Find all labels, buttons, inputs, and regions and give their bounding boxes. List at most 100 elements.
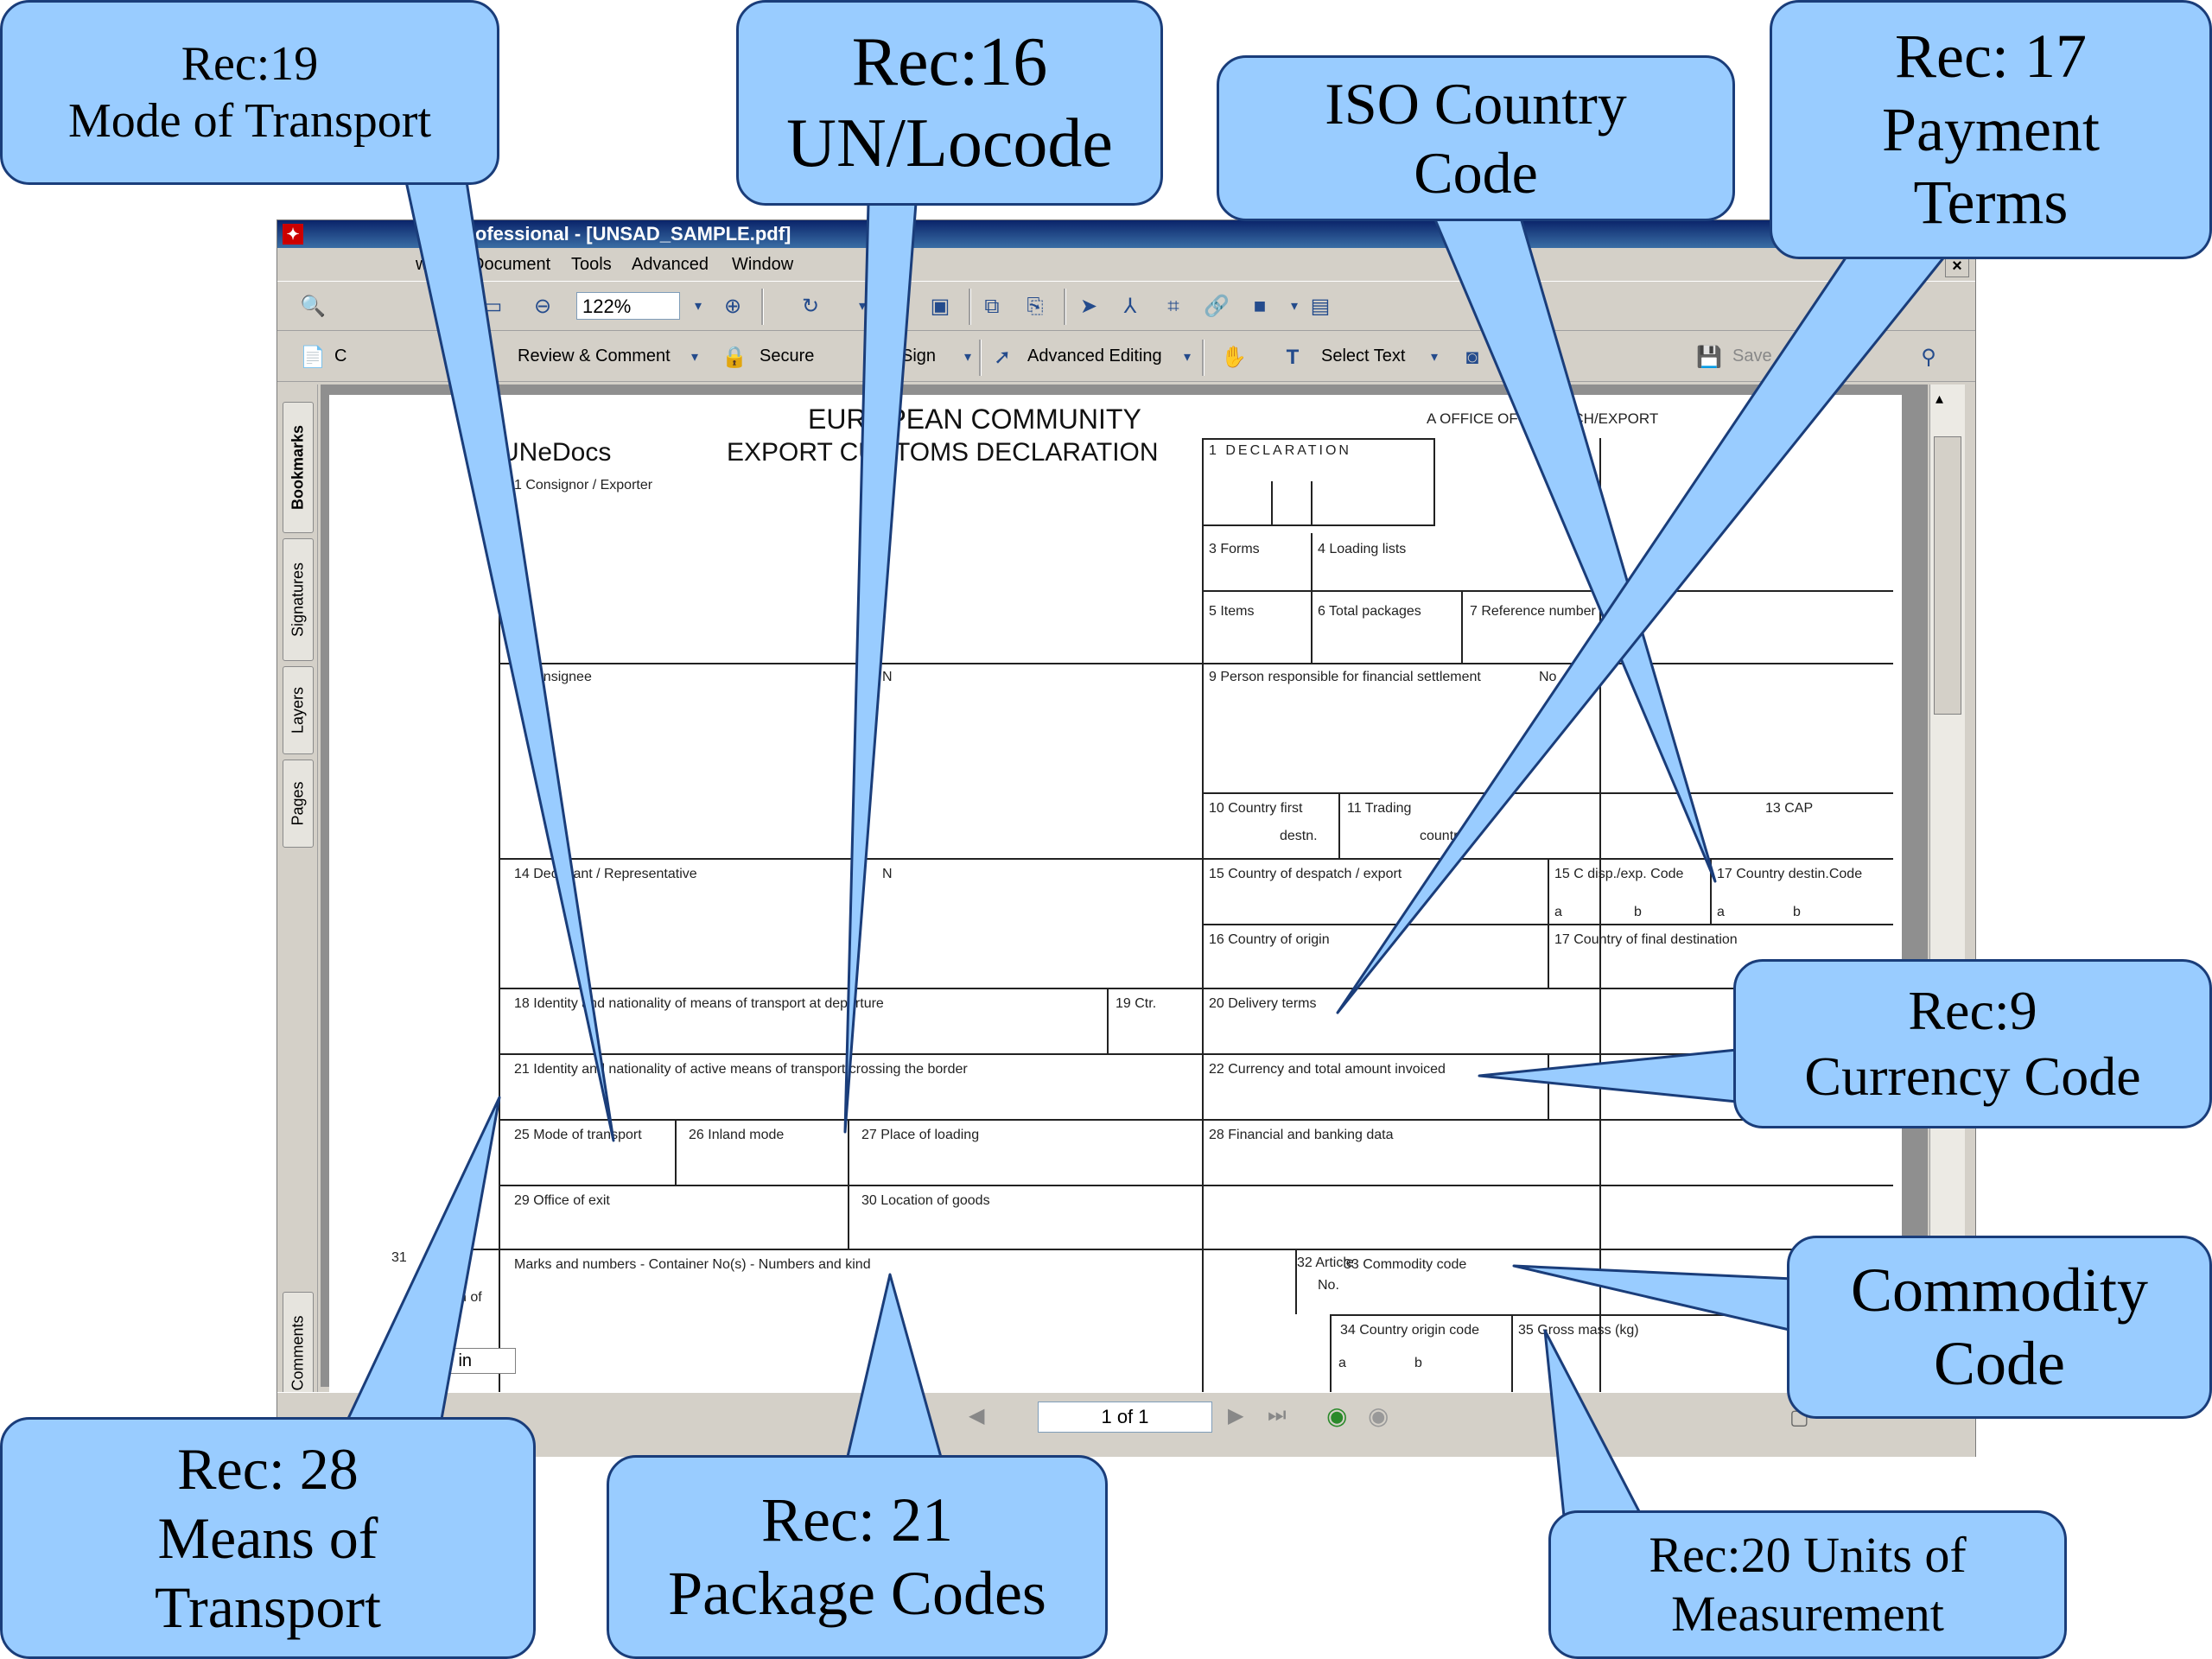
tab-signatures[interactable]: Signatures <box>283 538 314 661</box>
select-text-button[interactable]: Select Text <box>1321 346 1406 365</box>
field-34-sub-b: b <box>1414 1356 1422 1370</box>
tail-rec9 <box>1478 1048 1738 1103</box>
fax-icon[interactable]: ▣ <box>930 295 950 318</box>
secure-lock-icon[interactable]: 🔒 <box>721 346 747 369</box>
secure-button[interactable]: Secure <box>760 346 815 365</box>
select-text-dropdown-icon[interactable]: ▾ <box>1430 350 1439 365</box>
last-page-icon[interactable]: ⏭ <box>1268 1403 1287 1427</box>
field-20-delivery-terms: 20 Delivery terms <box>1209 996 1317 1011</box>
link-icon[interactable]: 🔗 <box>1204 295 1230 318</box>
zoom-plus-icon[interactable]: ⊕ <box>723 295 742 318</box>
field-5-items: 5 Items <box>1209 604 1255 619</box>
field-15-country-despatch: 15 Country of despatch / export <box>1209 867 1402 881</box>
form-field-dropdown-icon[interactable]: ▾ <box>1290 299 1299 314</box>
field-9-financial: 9 Person responsible for financial settl… <box>1209 670 1481 684</box>
callout-rec28: Rec: 28 Means of Transport <box>0 1417 536 1659</box>
snapshot-icon[interactable]: ◙ <box>1465 346 1479 369</box>
callout-rec28-text: Rec: 28 Means of Transport <box>155 1435 381 1641</box>
save-button[interactable]: Save <box>1732 346 1772 365</box>
field-9-number: No <box>1539 670 1557 684</box>
select-text-icon[interactable]: T <box>1286 346 1300 369</box>
go-forward-icon[interactable]: ◉ <box>1368 1402 1389 1429</box>
advanced-editing-button[interactable]: Advanced Editing <box>1027 346 1162 365</box>
field-33-commodity-code: 33 Commodity code <box>1344 1257 1467 1272</box>
menu-advanced[interactable]: Advanced <box>632 255 709 274</box>
field-32-no: No. <box>1318 1278 1339 1293</box>
extract-page-icon[interactable]: ⧉ <box>984 295 1000 318</box>
field-17-sub-a: a <box>1717 905 1725 919</box>
tab-layers[interactable]: Layers <box>283 666 314 754</box>
rotate-icon[interactable]: ↻ <box>801 295 820 318</box>
crop-icon[interactable]: ⌗ <box>1167 295 1179 318</box>
tail-rec17 <box>1336 245 1955 1014</box>
insert-page-icon[interactable]: ⎘ <box>1027 295 1044 318</box>
tail-commodity <box>1512 1264 1795 1332</box>
zoom-level-input[interactable]: 122% <box>576 292 680 320</box>
movie-icon[interactable]: ▤ <box>1310 295 1331 318</box>
form-subtitle: EXPORT CUSTOMS DECLARATION <box>727 438 1159 467</box>
callout-rec17-text: Rec: 17 Payment Terms <box>1882 21 2100 238</box>
field-15-sub-a: a <box>1554 905 1562 919</box>
field-35-gross-mass: 35 Gross mass (kg) <box>1518 1323 1639 1338</box>
hand-tool-icon[interactable]: ✋ <box>1221 346 1247 369</box>
callout-iso-country: ISO Country Code <box>1217 55 1735 221</box>
field-32-article: 32 Article <box>1297 1255 1354 1270</box>
callout-rec17: Rec: 17 Payment Terms <box>1770 0 2212 259</box>
menu-tools[interactable]: Tools <box>571 255 612 274</box>
callout-rec9: Rec:9 Currency Code <box>1733 959 2212 1128</box>
menu-bar: w Document Tools Advanced Window <box>277 250 1975 279</box>
select-arrow-icon[interactable]: ➤ <box>1079 295 1098 318</box>
page-number-input[interactable]: 1 of 1 <box>1038 1402 1212 1433</box>
tab-bookmarks[interactable]: Bookmarks <box>283 402 314 533</box>
field-8-number: N <box>882 670 893 684</box>
field-34-country-origin-code: 34 Country origin code <box>1340 1323 1479 1338</box>
sign-button[interactable]: Sign <box>901 346 937 365</box>
rotate-dropdown-icon[interactable]: ▾ <box>858 299 867 314</box>
field-31-number: 31 <box>391 1250 407 1265</box>
zoom-in-icon[interactable]: 🔍 <box>300 295 326 318</box>
field-19-ctr: 19 Ctr. <box>1116 996 1157 1011</box>
menu-document[interactable]: Document <box>472 255 551 274</box>
field-26-inland-mode: 26 Inland mode <box>689 1128 785 1142</box>
form-field-icon[interactable]: ■ <box>1253 295 1267 318</box>
field-17-sub-b: b <box>1793 905 1801 919</box>
tab-pages[interactable]: Pages <box>283 760 314 848</box>
title-bar: ✦ at Professional - [UNSAD_SAMPLE.pdf] <box>277 220 1975 248</box>
save-icon[interactable]: 💾 <box>1696 346 1722 369</box>
field-21-active-means: 21 Identity and nationality of active me… <box>514 1062 968 1077</box>
vertical-scrollbar[interactable]: ▴ <box>1929 385 1965 1387</box>
sign-dropdown-icon[interactable]: ▾ <box>963 350 972 365</box>
callout-commodity-text: Commodity Code <box>1850 1255 2149 1398</box>
next-page-icon[interactable]: ▶ <box>1228 1404 1244 1427</box>
window-title: at Professional - [UNSAD_SAMPLE.pdf] <box>433 223 791 245</box>
scroll-up-icon[interactable]: ▴ <box>1936 390 1944 407</box>
tail-rec16 <box>843 201 918 1134</box>
acrobat-app-icon: ✦ <box>283 224 303 245</box>
advanced-editing-icon[interactable]: ➚ <box>993 346 1012 369</box>
callout-rec19: Rec:19 Mode of Transport <box>0 0 499 185</box>
create-pdf-label[interactable]: C <box>334 346 347 365</box>
menu-window[interactable]: Window <box>732 255 794 274</box>
callout-rec16-text: Rec:16 UN/Locode <box>786 23 1113 181</box>
previous-page-icon[interactable]: ◀ <box>969 1404 985 1427</box>
field-11-trading: 11 Trading <box>1347 801 1412 816</box>
zoom-out-icon[interactable]: ⊖ <box>533 295 552 318</box>
scrollbar-thumb[interactable] <box>1934 436 1961 715</box>
field-15-sub-b: b <box>1634 905 1642 919</box>
search-binoculars-icon[interactable]: ⚲ <box>1921 346 1936 369</box>
field-27-place-loading: 27 Place of loading <box>861 1128 980 1142</box>
review-dropdown-icon[interactable]: ▾ <box>690 350 699 365</box>
field-1-consignor: 1 Consignor / Exporter <box>514 478 653 493</box>
go-back-icon[interactable]: ◉ <box>1326 1402 1348 1429</box>
document-pane[interactable]: EUROPEAN COMMUNITY EXPORT CUSTOMS DECLAR… <box>321 385 1928 1432</box>
form-brand: UNeDocs <box>500 438 612 467</box>
callout-rec20: Rec:20 Units of Measurement <box>1548 1510 2067 1659</box>
create-pdf-icon[interactable]: 📄 <box>300 346 326 369</box>
field-17-final-destination: 17 Country of final destination <box>1554 932 1738 947</box>
touchup-icon[interactable]: ⅄ <box>1123 295 1137 318</box>
advanced-editing-dropdown-icon[interactable]: ▾ <box>1183 350 1192 365</box>
field-7-reference: 7 Reference number <box>1470 604 1596 619</box>
field-17-destin-code: 17 Country destin.Code <box>1717 867 1863 881</box>
zoom-dropdown-icon[interactable]: ▾ <box>694 299 702 314</box>
review-comment-button[interactable]: Review & Comment <box>518 346 671 365</box>
